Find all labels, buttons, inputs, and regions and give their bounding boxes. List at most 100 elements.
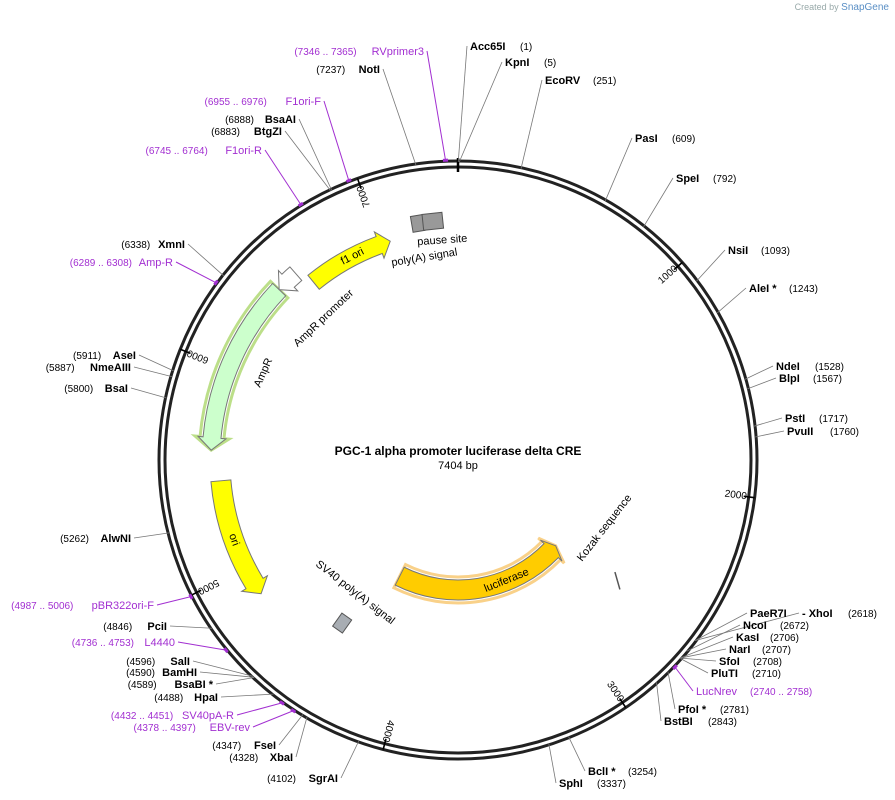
site-name-acc65i: Acc65I [470, 41, 505, 53]
site-leader-line [680, 636, 734, 659]
site-position-noti: (7237) [316, 65, 345, 76]
primer-name-f1ori-r: F1ori-R [225, 145, 262, 157]
site-position-nmeaiii: (5887) [46, 363, 75, 374]
primer-leader-line [236, 702, 283, 716]
primer-leader-line [426, 50, 447, 161]
primer-binding-mark [188, 593, 194, 600]
site-position-pluti: (2710) [752, 669, 781, 680]
primer-binding-mark [297, 201, 304, 208]
tick-mark [382, 738, 387, 750]
primer-range-ebv-rev: (4378 .. 4397) [134, 723, 196, 734]
ampr-promoter-arrow [277, 266, 303, 292]
site-name-pcii: PciI [147, 621, 167, 633]
site-leader-line [568, 736, 586, 772]
site-leader-line [744, 365, 774, 380]
primer-binding-mark [223, 647, 229, 654]
site-leader-line [340, 740, 360, 779]
site-leader-line [169, 625, 213, 629]
primer-range-lucnrev: (2740 .. 2758) [750, 687, 812, 698]
primer-leader-line [156, 596, 192, 606]
site-position-sgrai: (4102) [267, 774, 296, 785]
primer-range-l4440: (4736 .. 4753) [72, 638, 134, 649]
site-position-pvuii: (1760) [830, 427, 859, 438]
site-leader-line [604, 137, 633, 202]
site-leader-line [667, 671, 676, 710]
site-name-xmni: XmnI [158, 239, 185, 251]
primer-range-pbr322ori-f: (4987 .. 5006) [11, 601, 73, 612]
site-leader-line [382, 68, 417, 166]
site-position-nsii: (1093) [761, 246, 790, 257]
site-leader-line [457, 45, 468, 163]
tick-label: 6000 [185, 347, 210, 366]
pause-site-label: pause site [417, 233, 468, 249]
site-leader-line [458, 61, 503, 163]
site-position-kpni: (5) [544, 58, 556, 69]
primer-leader-line [674, 666, 694, 692]
site-leader-line [686, 624, 741, 652]
site-name-asei: AseI [113, 350, 136, 362]
site-name-xbai: XbaI [270, 752, 293, 764]
site-position-psti: (1717) [819, 414, 848, 425]
site-leader-line [680, 657, 717, 662]
site-position-spei: (792) [713, 174, 736, 185]
site-name-ndei: NdeI [776, 361, 800, 373]
site-position-pasi: (609) [672, 134, 695, 145]
plasmid-name: PGC-1 alpha promoter luciferase delta CR… [335, 444, 582, 458]
site-labels: Acc65I(1)KpnI(5)EcoRV(251)PasI(609)SpeI(… [11, 41, 877, 790]
site-leader-line [680, 658, 709, 674]
primer-range-amp-r: (6289 .. 6308) [70, 258, 132, 269]
site-name-alwni: AlwNI [100, 533, 131, 545]
primer-name-sv40pa-r: SV40pA-R [182, 710, 234, 722]
site-name-alei: AleI * [749, 283, 777, 295]
site-position-kasi: (2706) [770, 633, 799, 644]
primer-name-ebv-rev: EBV-rev [210, 722, 251, 734]
site-name-spei: SpeI [676, 173, 699, 185]
primer-range-rvprimer3: (7346 .. 7365) [294, 47, 356, 58]
site-leader-line [284, 130, 331, 191]
polya-signal-label: poly(A) signal [391, 246, 459, 269]
site-position-pcii: (4846) [103, 622, 132, 633]
site-leader-line [220, 693, 274, 698]
credit-prefix: Created by [794, 2, 839, 12]
primer-binding-mark [290, 708, 297, 714]
site-name-bsabi: BsaBI * [174, 679, 213, 691]
sv40-polya-label: SV40 poly(A) signal [313, 558, 397, 627]
site-name-sali: SalI [170, 656, 190, 668]
site-name-bsaai: BsaAI [265, 114, 296, 126]
primer-leader-line [264, 149, 302, 205]
site-name-sfoi: SfoI [719, 656, 740, 668]
site-leader-line [755, 430, 785, 438]
tick-label: 2000 [724, 489, 748, 503]
primer-name-pbr322ori-f: pBR322ori-F [92, 600, 155, 612]
site-leader-line [199, 671, 255, 678]
site-leader-line [548, 743, 557, 784]
site-leader-line [694, 612, 748, 641]
site-leader-line [295, 716, 308, 758]
site-leaders [130, 45, 800, 784]
site-position-bsabi: (4589) [128, 680, 157, 691]
site-position-sali: (4596) [126, 657, 155, 668]
tick-mark [743, 495, 755, 499]
site-name-kasi: KasI [736, 632, 759, 644]
site-position-alei: (1243) [789, 284, 818, 295]
ori-arrow [210, 479, 269, 595]
site-position-ecorv: (251) [593, 76, 616, 87]
primer-binding-mark [345, 178, 352, 183]
site-name-blpi: BlpI [779, 373, 800, 385]
site-name-fsei: FseI [254, 740, 276, 752]
tick-mark [179, 348, 191, 355]
site-name-nmeaiii: NmeAIII [90, 362, 131, 374]
site-name-noti: NotI [359, 64, 380, 76]
kozak-sequence-marker [614, 571, 621, 590]
tick-label: 7000 [355, 184, 373, 209]
sv40-polya-block [331, 612, 353, 634]
primer-binding-mark [279, 700, 285, 706]
ampr-arrow [196, 282, 287, 451]
primer-binding-mark [672, 664, 678, 670]
site-name-pvuii: PvuII [787, 426, 813, 438]
site-position-bamhi: (4590) [126, 668, 155, 679]
tick-label: 4000 [380, 719, 396, 744]
site-leader-line [747, 377, 777, 390]
site-name-bsai: BsaI [105, 383, 128, 395]
site-leader-line [192, 660, 254, 677]
